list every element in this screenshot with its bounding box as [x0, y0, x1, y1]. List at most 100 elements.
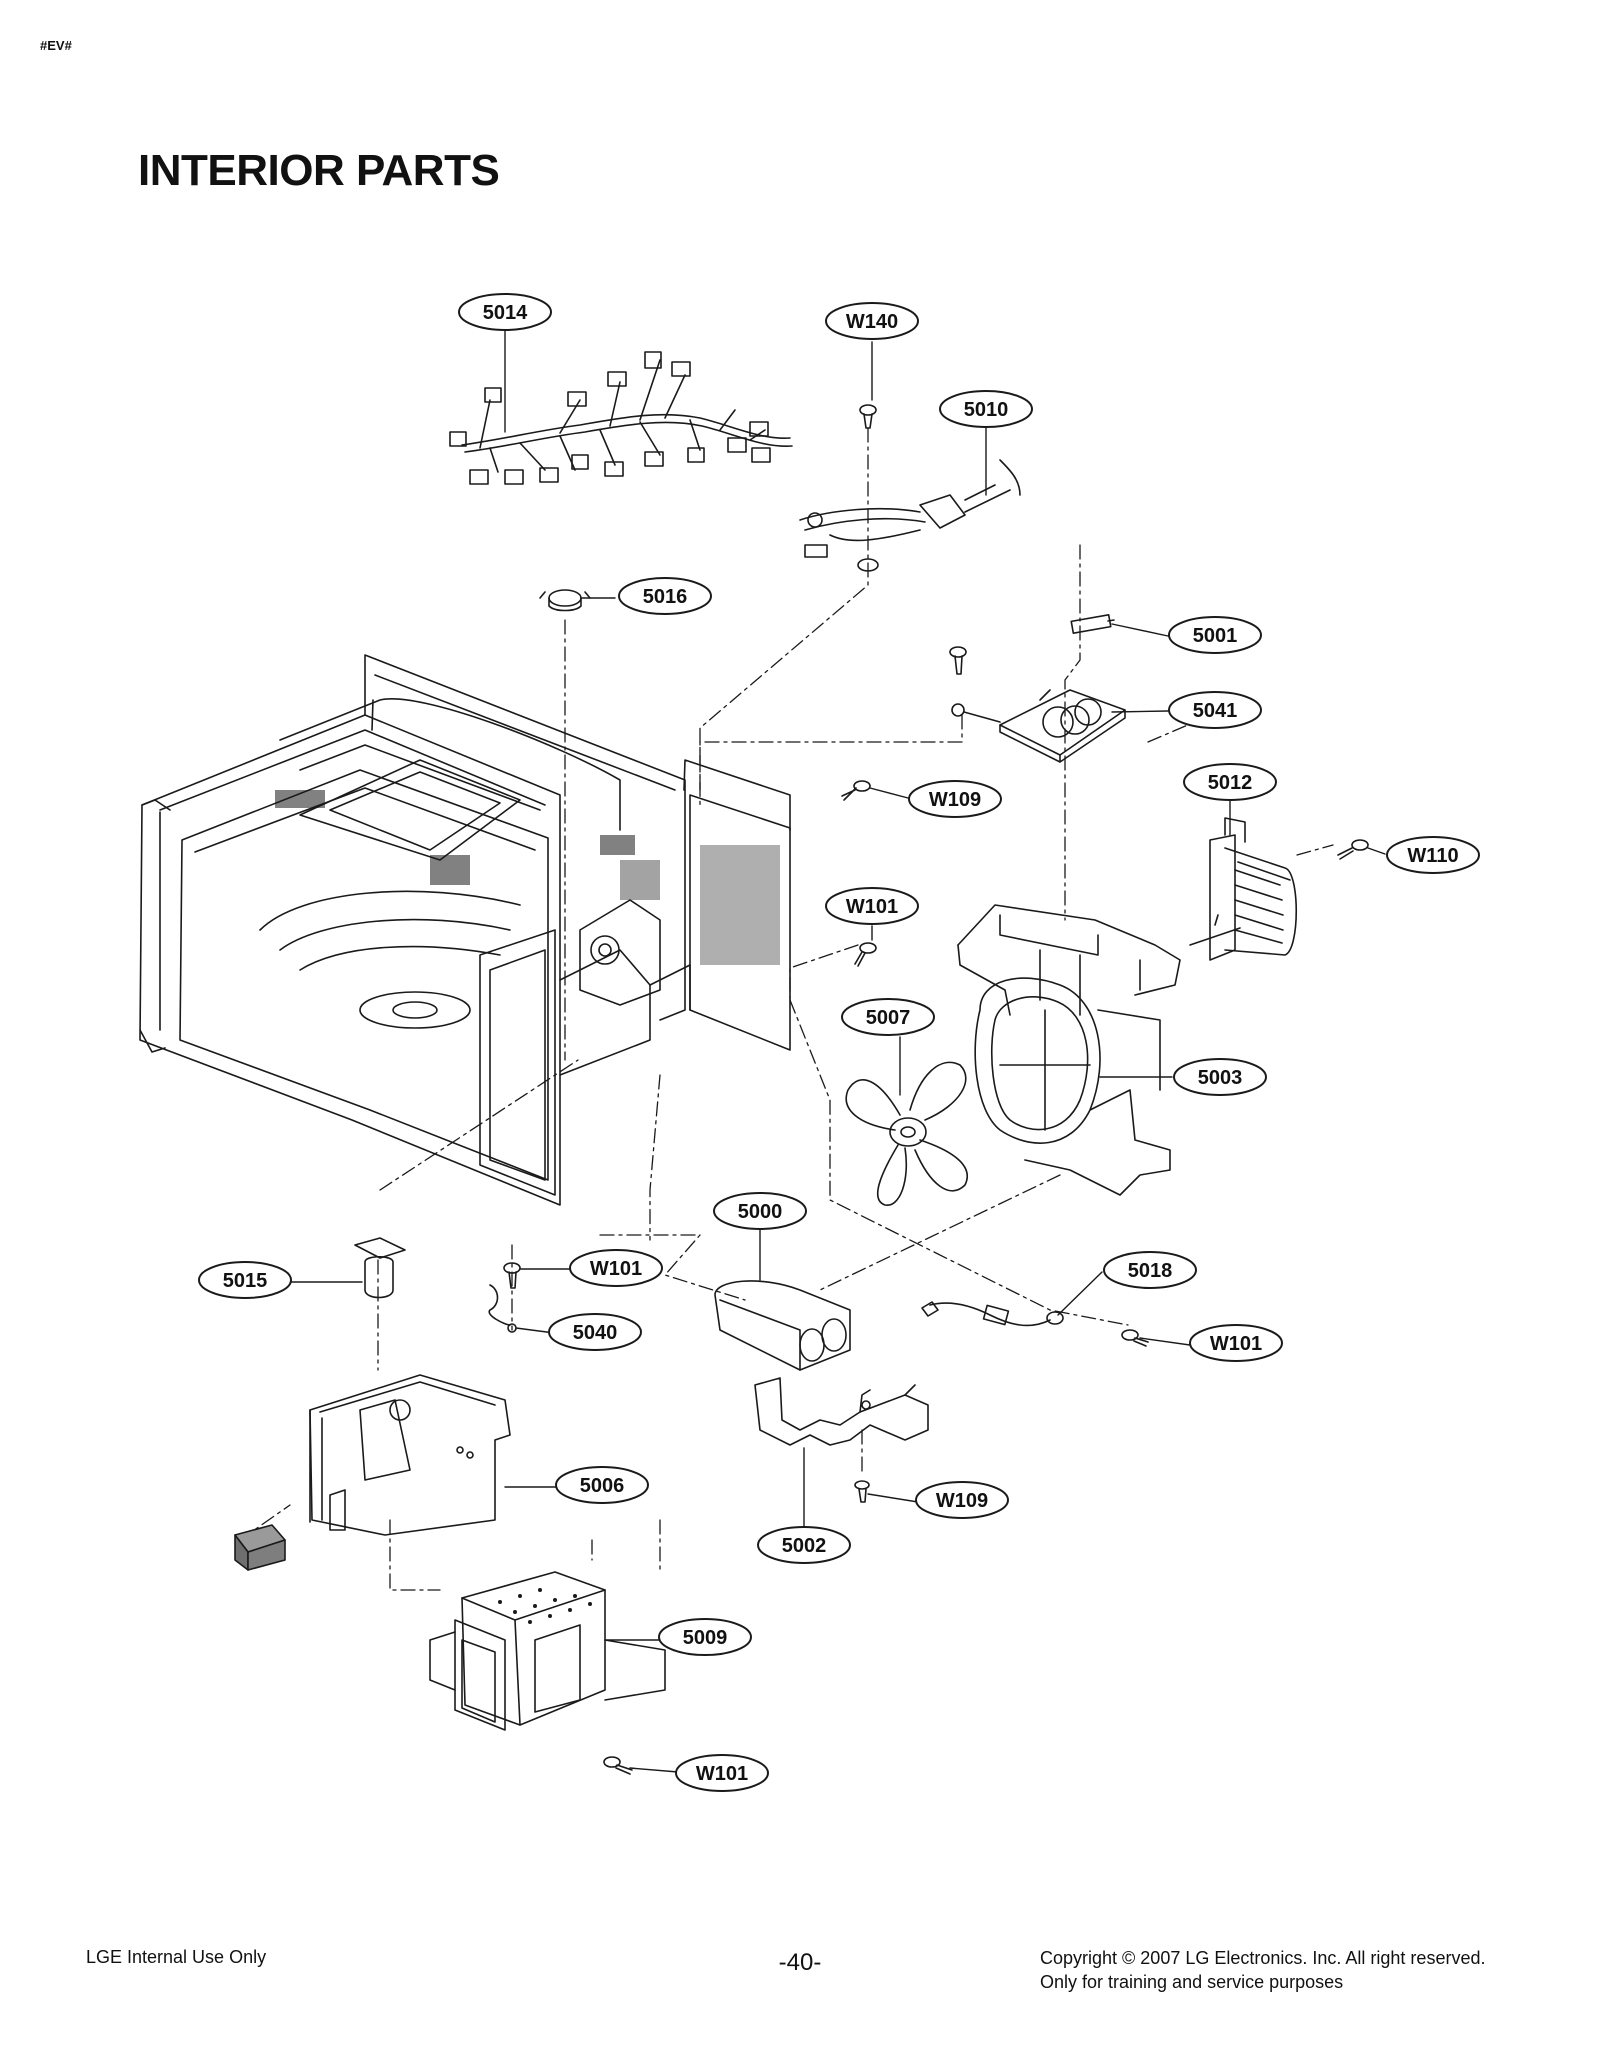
callout-label: 5007 — [866, 1007, 911, 1029]
callout-label: W109 — [929, 789, 981, 811]
callout-bubble — [939, 390, 1033, 428]
cavity-assembly — [139, 654, 791, 1206]
callout-label: 5002 — [782, 1535, 827, 1557]
capacitor-5000 — [714, 1280, 851, 1371]
callout-bubble — [1173, 1058, 1267, 1096]
callout-bubble — [569, 1249, 663, 1287]
base-plate-5006 — [309, 1374, 511, 1536]
callout-5006: 5006 — [555, 1466, 649, 1504]
callout-label: W101 — [1210, 1333, 1262, 1355]
screw-w101-bottom — [603, 1756, 633, 1775]
screw-w101-middle — [503, 1262, 521, 1289]
screw-w140 — [859, 404, 877, 429]
callout-bubble — [548, 1313, 642, 1351]
callout-5016: 5016 — [618, 577, 712, 615]
callout-bubble — [915, 1481, 1009, 1519]
callout-bubble — [713, 1192, 807, 1230]
callout-label: 5006 — [580, 1475, 625, 1497]
corner-tag: #EV# — [40, 38, 72, 53]
callout-5002: 5002 — [757, 1526, 851, 1564]
callout-5014: 5014 — [458, 293, 552, 331]
callout-5041: 5041 — [1168, 691, 1262, 729]
fan-motor-5012 — [1189, 817, 1297, 961]
fan-blade-5007 — [845, 1061, 968, 1206]
power-cord-5010 — [799, 459, 1021, 572]
turntable-motor-5015 — [354, 1237, 406, 1299]
callout-bubble — [908, 780, 1002, 818]
cavity-vent-holes — [275, 790, 780, 965]
page-number: -40- — [778, 1949, 822, 1976]
screw-w110 — [1337, 839, 1369, 860]
callout-bubble — [1168, 691, 1262, 729]
callout-5007: 5007 — [841, 998, 935, 1036]
callout-label: 5000 — [738, 1201, 783, 1223]
sensor-wire-5018 — [921, 1301, 1064, 1327]
callout-5015: 5015 — [198, 1261, 292, 1299]
callout-bubble — [1168, 616, 1262, 654]
thermostat-5016 — [539, 589, 591, 612]
callout-w109a: W109 — [908, 780, 1002, 818]
callout-label: 5012 — [1208, 772, 1253, 794]
callout-label: W101 — [696, 1763, 748, 1785]
callout-bubble — [658, 1618, 752, 1656]
callout-label: 5016 — [643, 586, 688, 608]
footer-internal-use: LGE Internal Use Only — [86, 1947, 267, 1967]
callout-w140: W140 — [825, 302, 919, 340]
callout-label: 5040 — [573, 1322, 618, 1344]
callout-bubble — [1189, 1324, 1283, 1362]
callout-label: W109 — [936, 1490, 988, 1512]
callout-label: 5041 — [1193, 700, 1238, 722]
callout-label: W140 — [846, 311, 898, 333]
callout-5009: 5009 — [658, 1618, 752, 1656]
wire-harness-5014 — [449, 351, 793, 485]
callout-5000: 5000 — [713, 1192, 807, 1230]
callout-label: 5018 — [1128, 1260, 1173, 1282]
callout-5001: 5001 — [1168, 616, 1262, 654]
callout-bubble — [1103, 1251, 1197, 1289]
callout-bubble — [1386, 836, 1480, 874]
screw-w109-lower — [854, 1480, 870, 1503]
callout-bubble — [1183, 763, 1277, 801]
callout-label: W110 — [1407, 845, 1458, 867]
assembly-guide-lines — [239, 427, 1334, 1591]
callout-bubble — [555, 1466, 649, 1504]
callout-5003: 5003 — [1173, 1058, 1267, 1096]
callout-w109b: W109 — [915, 1481, 1009, 1519]
callout-bubble — [675, 1754, 769, 1792]
callout-w110: W110 — [1386, 836, 1480, 874]
screw-w101-upper — [854, 942, 877, 967]
screw-w109-upper — [841, 780, 871, 801]
callout-label: W101 — [846, 896, 898, 918]
callout-bubble — [618, 577, 712, 615]
callout-w101b: W101 — [569, 1249, 663, 1287]
callout-bubble — [458, 293, 552, 331]
callout-label: 5001 — [1193, 625, 1238, 647]
callout-label: 5014 — [483, 302, 528, 324]
copyright-line-2: Only for training and service purposes — [1040, 1972, 1344, 1992]
footer-copyright: Copyright © 2007 LG Electronics. Inc. Al… — [1040, 1946, 1485, 1994]
leader-lines — [289, 329, 1386, 1773]
fan-duct-5003 — [957, 904, 1181, 1196]
page-title: INTERIOR PARTS — [138, 146, 500, 195]
callout-w101a: W101 — [825, 887, 919, 925]
callout-label: 5009 — [683, 1627, 728, 1649]
callout-bubble — [825, 887, 919, 925]
callout-label: 5003 — [1198, 1067, 1243, 1089]
callout-5012: 5012 — [1183, 763, 1277, 801]
copyright-line-1: Copyright © 2007 LG Electronics. Inc. Al… — [1040, 1948, 1486, 1968]
screw-w101-right — [1121, 1329, 1149, 1347]
rubber-foot — [234, 1524, 286, 1571]
callout-label: W101 — [590, 1258, 642, 1280]
callout-5010: 5010 — [939, 390, 1033, 428]
callout-bubble — [825, 302, 919, 340]
callout-5040: 5040 — [548, 1313, 642, 1351]
callout-bubble — [198, 1261, 292, 1299]
noise-filter-board-5041 — [949, 646, 1126, 763]
callout-label: 5010 — [964, 399, 1009, 421]
callout-label: 5015 — [223, 1270, 268, 1292]
fuse-5001 — [1070, 613, 1115, 635]
callout-5018: 5018 — [1103, 1251, 1197, 1289]
callout-bubble — [841, 998, 935, 1036]
